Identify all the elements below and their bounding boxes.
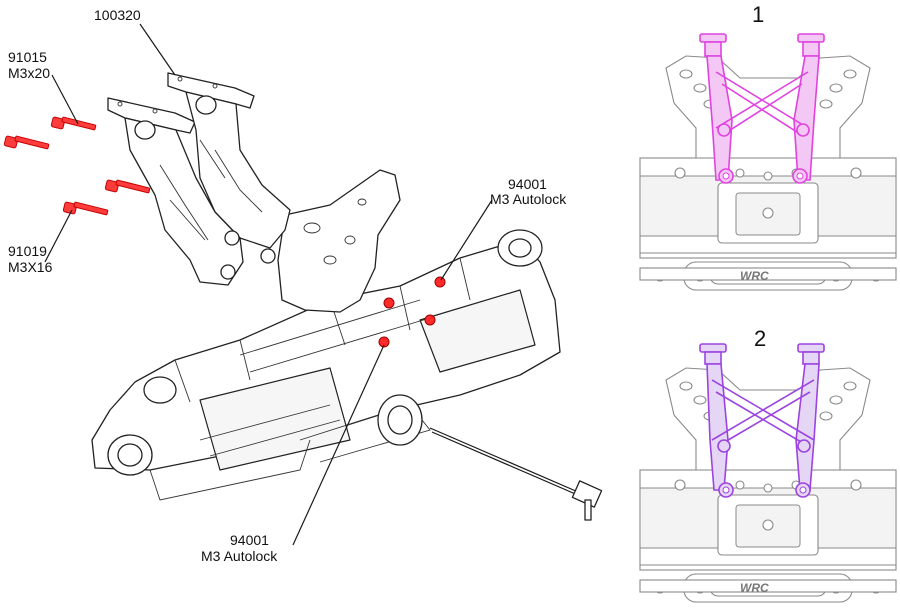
screw-m3x20-lower	[3, 135, 50, 150]
option-number-2: 2	[754, 326, 766, 351]
label-nut-bottom-desc: M3 Autolock	[201, 548, 278, 564]
option-number-1: 1	[752, 2, 764, 27]
label-part-100320: 100320	[94, 7, 141, 23]
chassis-body	[91, 229, 603, 521]
label-part-91019: 91019	[8, 243, 47, 259]
autolock-nuts	[378, 276, 446, 348]
screw-m3x16-upper	[104, 179, 151, 194]
wrc-logo-2: WRC	[740, 581, 769, 595]
wing-mount-bracket	[107, 72, 291, 286]
option-view-1: 1 WRC	[639, 2, 897, 291]
chassis-topview-1: WRC	[639, 55, 897, 291]
wrc-logo-1: WRC	[740, 269, 769, 283]
option-view-2: 2 WRC	[639, 326, 897, 603]
screw-m3x16-lower	[62, 201, 109, 216]
label-size-91019: M3X16	[8, 259, 53, 275]
wing-mount-option-1	[699, 33, 825, 184]
label-nut-top-desc: M3 Autolock	[490, 191, 567, 207]
label-part-91015: 91015	[8, 49, 47, 65]
label-nut-bottom-part: 94001	[230, 532, 269, 548]
chassis-topview-2: WRC	[639, 367, 897, 603]
leader-lines	[44, 23, 493, 546]
label-size-91015: M3x20	[8, 65, 50, 81]
label-nut-top-part: 94001	[508, 176, 547, 192]
screw-m3x20-upper	[50, 116, 97, 131]
exploded-assembly: 100320 91015 M3x20 91019 M3X16 94001 M3 …	[3, 7, 603, 564]
wing-mount-option-2	[699, 343, 825, 498]
shock-tower-plate	[277, 169, 401, 313]
